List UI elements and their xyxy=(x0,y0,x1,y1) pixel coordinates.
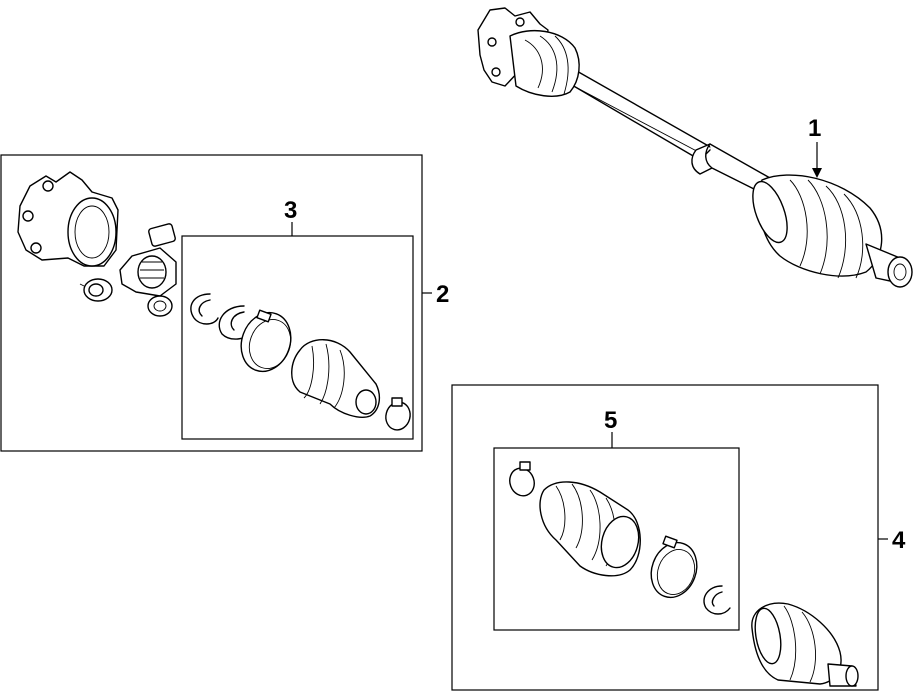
outer-cv-joint-kit-icon xyxy=(751,602,859,687)
axle-shaft-assembly-icon xyxy=(477,7,913,288)
callout-1: 1 xyxy=(808,115,821,142)
callout-2: 2 xyxy=(436,281,449,308)
kit-box-5 xyxy=(493,447,740,631)
inner-cv-joint-kit-icon xyxy=(17,171,177,317)
inner-boot-kit-icon xyxy=(190,293,411,431)
kit-box-4 xyxy=(451,384,879,691)
callout-5: 5 xyxy=(604,407,617,434)
kit-box-2 xyxy=(0,154,423,452)
callout-3: 3 xyxy=(284,197,297,224)
kit-box-3 xyxy=(181,235,414,440)
callout-4: 4 xyxy=(892,527,906,554)
outer-boot-kit-icon xyxy=(509,461,731,615)
